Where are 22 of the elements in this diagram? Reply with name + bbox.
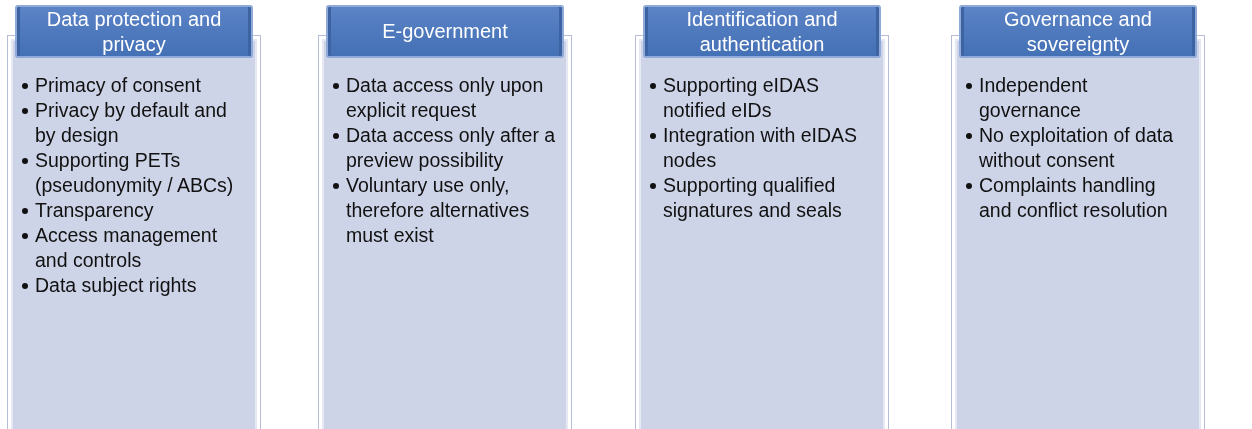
column-panel	[952, 36, 1204, 429]
bullet-item: Transparency	[35, 198, 154, 223]
bullet-item: Primacy of consent	[35, 73, 201, 98]
column-header: Governance and sovereignty	[959, 5, 1197, 58]
column-panel	[636, 36, 888, 429]
bullet-item: Independent governance	[979, 73, 1089, 123]
bullet-item: Supporting eIDAS notified eIDs	[663, 73, 821, 123]
bullet-item: Access management and controls	[35, 223, 219, 273]
bullet-item: Data subject rights	[35, 273, 197, 298]
bullet-item: Supporting PETs (pseudonymity / ABCs)	[35, 148, 235, 198]
bullet-item: Integration with eIDAS nodes	[663, 123, 859, 173]
column-header: E-government	[326, 5, 564, 58]
column-header: Data protection and privacy	[15, 5, 253, 58]
column-panel	[8, 36, 260, 429]
column-header: Identification and authentication	[643, 5, 881, 58]
bullet-item: Data access only after a preview possibility	[346, 123, 557, 173]
bullet-item: Data access only upon explicit request	[346, 73, 545, 123]
bullet-item: Supporting qualified signatures and seals	[663, 173, 843, 223]
bullet-item: Complaints handling and conflict resolution	[979, 173, 1169, 223]
bullet-item: Privacy by default and by design	[35, 98, 228, 148]
bullet-item: Voluntary use only, therefore alternatives must exist	[346, 173, 531, 248]
bullet-item: No exploitation of data without consent	[979, 123, 1175, 173]
